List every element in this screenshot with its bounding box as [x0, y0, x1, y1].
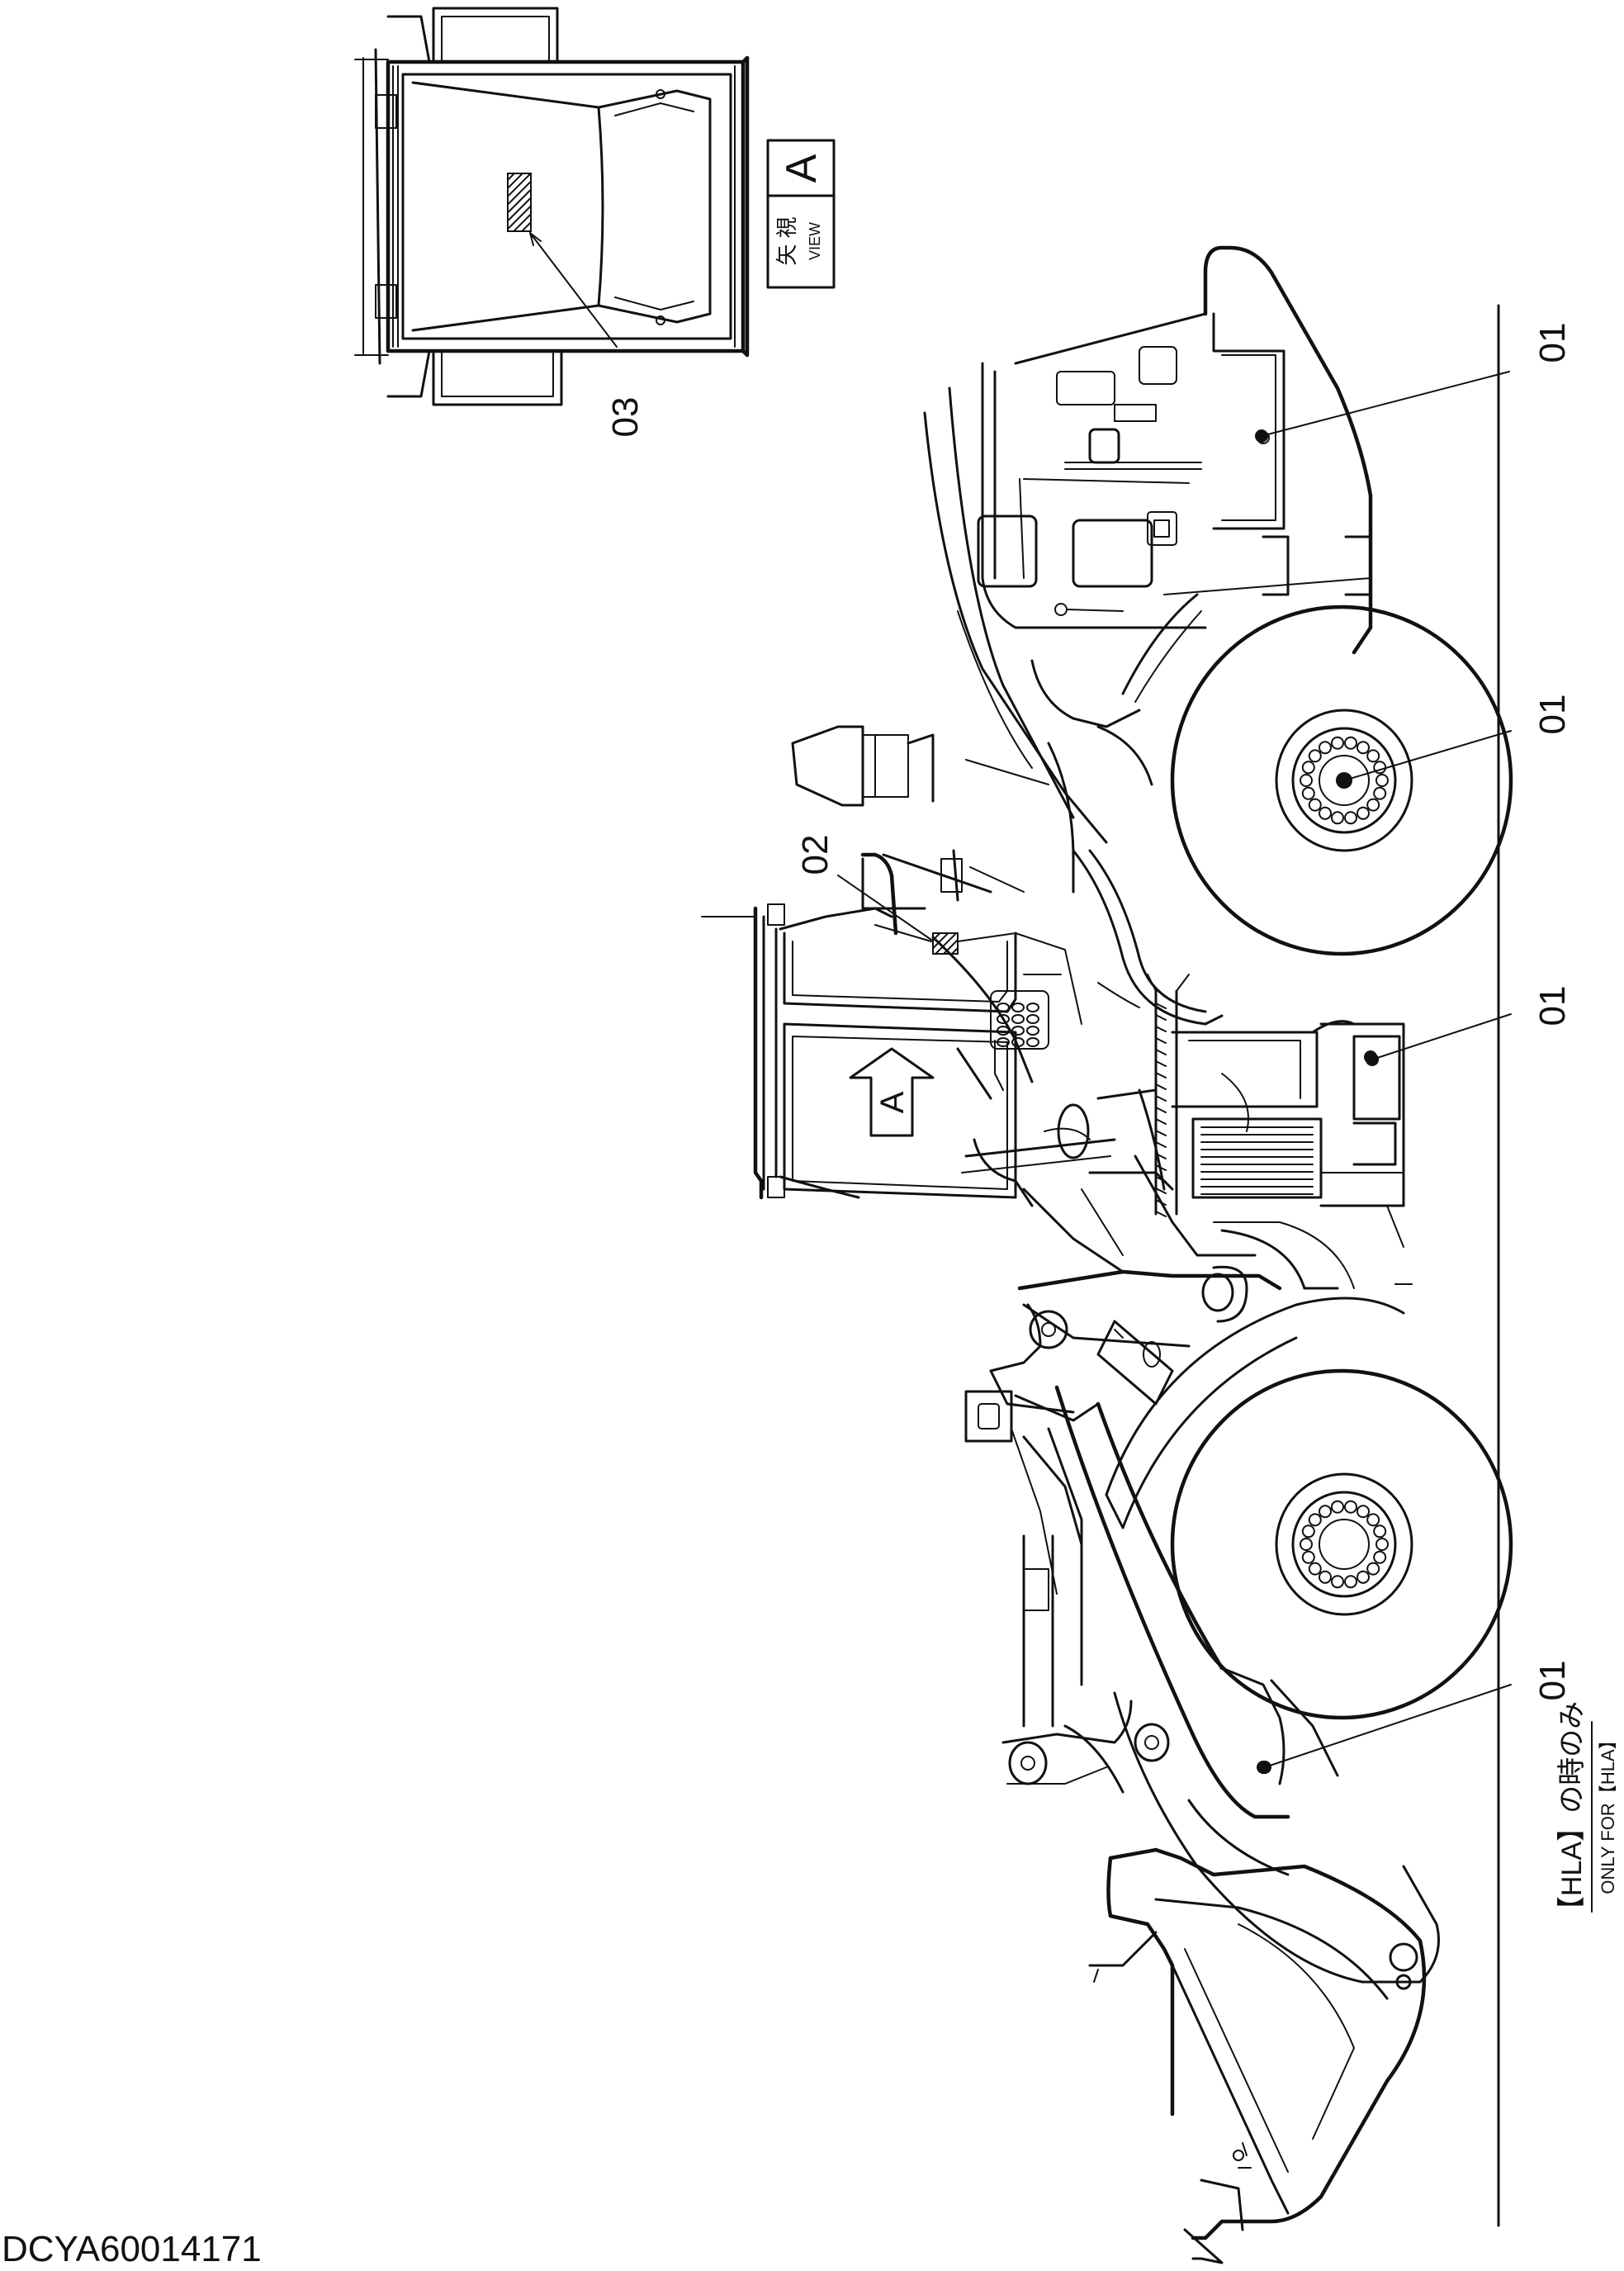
hub-bolt: [1344, 1500, 1357, 1514]
hub-bolt: [1373, 1550, 1387, 1564]
console-button: [1026, 1037, 1039, 1047]
hub-bolt: [1308, 1562, 1322, 1576]
hub-bolt: [1319, 741, 1332, 755]
hub-bolt: [1373, 1524, 1387, 1538]
view-a-arrow-letter: A: [874, 1091, 911, 1113]
hla-note: 【HLA】の時のみ ONLY FOR【HLA】: [1556, 1701, 1618, 1924]
hub-bolt: [1301, 1550, 1315, 1564]
drawing-code: DCYA60014171: [2, 2229, 262, 2269]
hub-bolt: [1373, 786, 1387, 800]
callout-01-boom: 01: [1532, 1661, 1573, 1701]
ladder-rung: [1155, 1083, 1167, 1090]
console-button: [1011, 1014, 1025, 1024]
hub-bolt: [1331, 1575, 1344, 1589]
hub-bolt: [1356, 741, 1370, 755]
callout-01-cab: 01: [1532, 323, 1573, 363]
hub-bolt: [1375, 1538, 1389, 1551]
view-a-inset: [354, 7, 750, 406]
view-a-jp-label: 矢 視: [774, 216, 799, 265]
hub-bolt: [1300, 774, 1313, 787]
hub-bolt: [1308, 1513, 1322, 1527]
ladder-rung: [1155, 1095, 1167, 1102]
hub-bolt: [1301, 1524, 1315, 1538]
ladder-rung: [1155, 1211, 1167, 1217]
hub-bolt: [1319, 1570, 1332, 1584]
hub-bolt: [1319, 1505, 1332, 1519]
ladder-rung: [1155, 1026, 1167, 1032]
hub-bolt: [1344, 736, 1357, 750]
hub-bolt: [1356, 806, 1370, 820]
hub-bolt: [1331, 1500, 1344, 1514]
console-button: [1011, 1037, 1025, 1047]
hub-bolt: [1344, 1575, 1357, 1589]
leader-01-rear-wheel: [1343, 730, 1512, 781]
console-button: [997, 1003, 1010, 1012]
ladder-rung: [1155, 1037, 1167, 1044]
ladder-rung: [1155, 1060, 1167, 1067]
hub-bolt: [1375, 774, 1389, 787]
leader-01-boom: [1264, 1684, 1512, 1768]
ladder-rung: [1155, 1107, 1167, 1113]
hub-bolt: [1366, 749, 1380, 763]
ladder-rung: [1155, 1188, 1167, 1194]
console-button: [997, 1026, 1010, 1036]
console-button: [1011, 1003, 1025, 1012]
leader-02: [837, 875, 932, 941]
console-button: [1026, 1003, 1039, 1012]
callout-01-frame: 01: [1532, 986, 1573, 1026]
console-button: [1026, 1014, 1039, 1024]
leader-01-frame: [1371, 1013, 1512, 1060]
console-button: [997, 1014, 1010, 1024]
wheel-loader-side-view: A: [701, 245, 1513, 2264]
view-a-letter: A: [778, 154, 826, 183]
hub-bolt: [1344, 811, 1357, 825]
callout-03: 03: [605, 397, 646, 438]
hub-bolt: [1366, 1513, 1380, 1527]
ladder-rung: [1155, 1130, 1167, 1136]
hub-bolt: [1366, 1562, 1380, 1576]
hub-bolt: [1301, 761, 1315, 775]
hub-bolt: [1300, 1538, 1313, 1551]
hub-bolt: [1308, 749, 1322, 763]
callout-01-rear-wheel: 01: [1532, 695, 1573, 735]
ladder-rung: [1155, 1049, 1167, 1055]
hub-bolt: [1356, 1505, 1370, 1519]
console-button: [1011, 1026, 1025, 1036]
ladder-rung: [1155, 1003, 1167, 1009]
view-a-arrow: [849, 1047, 935, 1137]
hub-bolt: [1366, 798, 1380, 812]
hub-bolt: [1301, 786, 1315, 800]
hub-bolt: [1331, 811, 1344, 825]
hla-note-jp: 【HLA】の時のみ: [1556, 1701, 1588, 1924]
decal-03-marker: [507, 173, 532, 232]
hub-bolt: [1331, 736, 1344, 750]
ladder-rung: [1155, 1072, 1167, 1079]
hub-bolt: [1319, 806, 1332, 820]
view-a-label-box: A 矢 視 VIEW: [766, 139, 836, 289]
leader-01-cab: [1261, 371, 1510, 437]
hub-bolt: [1356, 1570, 1370, 1584]
ladder-rung: [1155, 1118, 1167, 1125]
ladder-rung: [1155, 1141, 1167, 1148]
hla-note-en: ONLY FOR【HLA】: [1598, 1731, 1618, 1894]
ladder-rung: [1155, 1014, 1167, 1021]
view-a-en-label: VIEW: [807, 222, 823, 260]
callout-02: 02: [795, 835, 836, 875]
console-button: [1026, 1026, 1039, 1036]
console-button: [997, 1037, 1010, 1047]
hub-bolt: [1308, 798, 1322, 812]
